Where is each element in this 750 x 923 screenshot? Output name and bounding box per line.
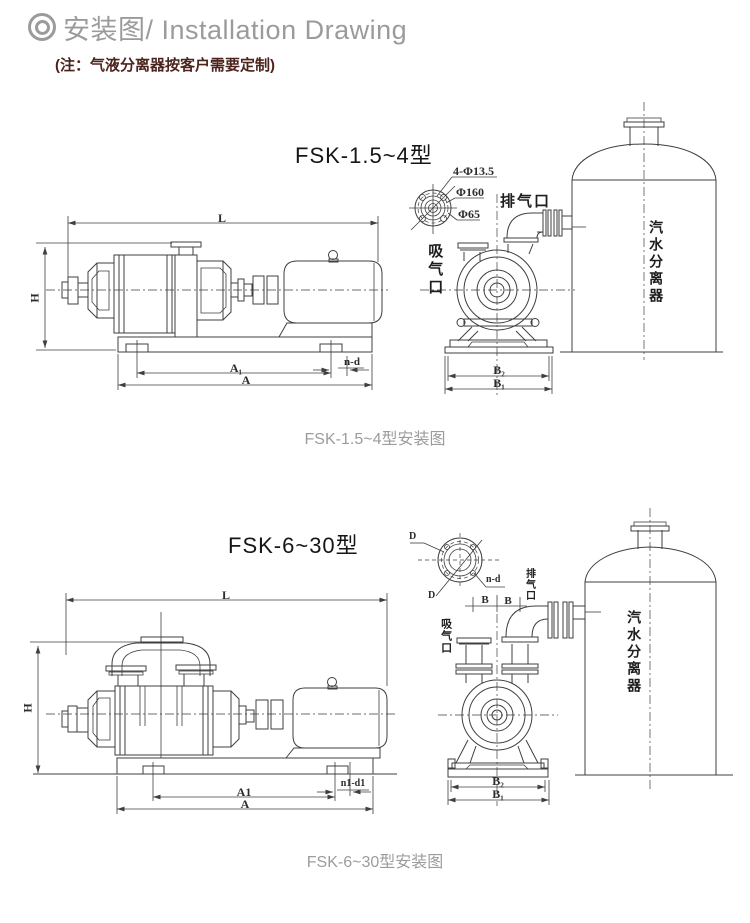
pump2-front-view — [438, 595, 601, 806]
dim-L-2: L — [221, 588, 231, 602]
pump2-side-view — [30, 593, 397, 814]
drawing1-caption: FSK-1.5~4型安装图 — [304, 431, 446, 448]
dim-A-1: A — [241, 373, 251, 387]
flange1-dia: Φ160 — [456, 185, 484, 199]
flange2-nd: n-d — [486, 574, 501, 585]
pump2-flange-detail — [410, 533, 505, 597]
flange1-port-dia: Φ65 — [458, 207, 480, 221]
flange1-bolt-spec: 4-Φ13.5 — [453, 164, 494, 178]
flange2-D-bottom: D — [428, 590, 436, 601]
dim-A1-1: A₁ — [229, 361, 243, 375]
customization-note: (注：气液分离器按客户需要定制) — [55, 57, 275, 74]
dim-H-1: H — [27, 293, 42, 303]
dim-A-2: A — [240, 797, 250, 811]
double-circle-icon-inner — [34, 19, 50, 35]
page-title: 安装图/ Installation Drawing — [63, 15, 408, 45]
exhaust-port-label-1: 排气口 — [500, 193, 552, 210]
drawing1-title: FSK-1.5~4型 — [295, 143, 433, 168]
dim-H-2: H — [20, 703, 35, 713]
dim-B1-2: B₁ — [492, 787, 504, 801]
dim-B1-1: B₁ — [493, 376, 505, 390]
dim-B2-2: B₂ — [492, 774, 504, 788]
dim-B-left-2: B — [481, 594, 489, 606]
drawing2-caption: FSK-6~30型安装图 — [306, 854, 444, 871]
dim-n1d1-2: n1-d1 — [340, 778, 366, 789]
exhaust-port-label-2: 排气口 — [523, 568, 535, 601]
pump1-flange-detail — [409, 176, 497, 234]
separator-tank-1 — [560, 102, 723, 360]
separator-label-2: 汽水分离器 — [626, 610, 643, 695]
dim-nd-1: n-d — [344, 356, 360, 368]
dim-B2-1: B₂ — [493, 363, 505, 377]
separator-label-1: 汽水分离器 — [648, 220, 665, 305]
suction-port-label-1: 吸气口 — [426, 243, 444, 297]
flange2-D-top: D — [409, 531, 417, 542]
drawing2-title: FSK-6~30型 — [228, 533, 359, 558]
suction-port-label-2: 吸气口 — [439, 618, 452, 654]
separator-tank-2 — [575, 508, 733, 790]
dim-B-right-2: B — [504, 595, 512, 607]
pump1-front-view — [420, 194, 586, 398]
dim-L-1: L — [217, 211, 227, 225]
pump1-side-view — [36, 216, 388, 390]
double-circle-icon — [28, 13, 56, 41]
dim-A1-2: A1 — [236, 785, 252, 799]
